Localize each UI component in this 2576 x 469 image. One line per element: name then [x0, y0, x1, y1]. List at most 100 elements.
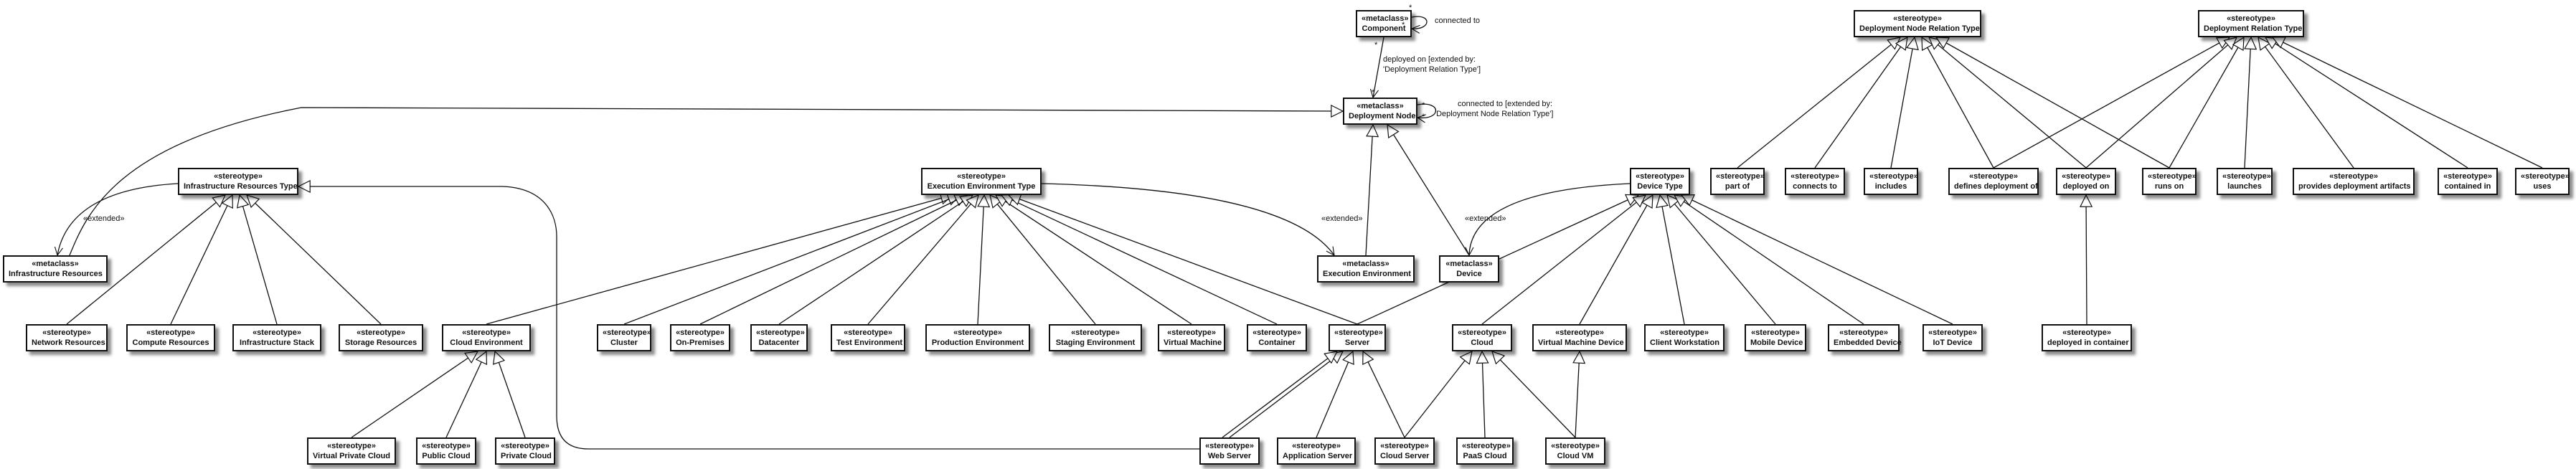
node-stereotype: «stereotype»: [1893, 14, 1942, 23]
generalization-edge: [978, 195, 984, 325]
deployment-node-metaclass[interactable]: «metaclass»Deployment Node: [1343, 98, 1417, 125]
deployment-relation-type-stereotype[interactable]: «stereotype»Deployment Relation Type: [2198, 10, 2304, 37]
node-name: Cluster: [610, 338, 638, 347]
deployment-node-relation-type-stereotype[interactable]: «stereotype»Deployment Node Relation Typ…: [1854, 10, 1981, 37]
node-stereotype: «stereotype»: [146, 328, 195, 337]
node-stereotype: «stereotype»: [1751, 328, 1800, 337]
container-stereotype[interactable]: «stereotype»Container: [1247, 324, 1307, 351]
node-name: IoT Device: [1933, 338, 1973, 347]
cloud-stereotype[interactable]: «stereotype»Cloud: [1452, 324, 1512, 351]
generalization-edge: [1814, 37, 1907, 169]
node-stereotype: «metaclass»: [1357, 102, 1404, 110]
contained-in-stereotype[interactable]: «stereotype»contained in: [2438, 168, 2498, 195]
deployment-node-self-label-line2: 'Deployment Node Relation Type']: [1435, 110, 1554, 118]
generalization-edge: [351, 351, 478, 438]
generalization-edge: [2086, 195, 2087, 325]
node-stereotype: «stereotype»: [2062, 328, 2111, 337]
execution-environment-metaclass[interactable]: «metaclass»Execution Environment: [1317, 255, 1415, 283]
virtual-machine-device-stereotype[interactable]: «stereotype»Virtual Machine Device: [1532, 324, 1627, 351]
node-name: provides deployment artifacts: [2298, 182, 2411, 191]
public-cloud-stereotype[interactable]: «stereotype»Public Cloud: [416, 437, 476, 465]
generalization-edge: [495, 351, 526, 438]
includes-stereotype[interactable]: «stereotype»includes: [1864, 168, 1918, 195]
infrastructure-resources-metaclass[interactable]: «metaclass» Infrastructure Resources: [3, 255, 108, 283]
virtual-private-cloud-stereotype[interactable]: «stereotype»Virtual Private Cloud: [307, 437, 396, 465]
generalization-edge: [2245, 37, 2251, 169]
node-stereotype: «stereotype»: [1458, 328, 1506, 337]
production-environment-stereotype[interactable]: «stereotype»Production Environment: [925, 324, 1030, 351]
generalization-edge: [1001, 195, 1278, 325]
datacenter-stereotype[interactable]: «stereotype»Datacenter: [750, 324, 808, 351]
node-stereotype: «stereotype»: [2521, 172, 2570, 181]
node-name: Mobile Device: [1750, 338, 1803, 347]
node-name: Infrastructure Resources: [9, 270, 103, 278]
test-environment-stereotype[interactable]: «stereotype»Test Environment: [831, 324, 905, 351]
node-name: deployed on: [2062, 182, 2110, 191]
network-resources-stereotype[interactable]: «stereotype»Network Resources: [26, 324, 108, 351]
generalization-edge: [66, 195, 225, 325]
device-metaclass[interactable]: «metaclass»Device: [1439, 255, 1499, 283]
part-of-stereotype[interactable]: «stereotype»part of: [1710, 168, 1765, 195]
client-workstation-stereotype[interactable]: «stereotype»Client Workstation: [1644, 324, 1725, 351]
web-server-stereotype[interactable]: «stereotype»Web Server: [1199, 437, 1260, 465]
cloud-vm-stereotype[interactable]: «stereotype»Cloud VM: [1545, 437, 1605, 465]
uses-stereotype[interactable]: «stereotype»uses: [2515, 168, 2570, 195]
iot-device-stereotype[interactable]: «stereotype»IoT Device: [1922, 324, 1983, 351]
generalization-edge: [1009, 195, 1358, 325]
deployed-on-stereotype[interactable]: «stereotype»deployed on: [2056, 168, 2116, 195]
runs-on-stereotype[interactable]: «stereotype»runs on: [2142, 168, 2197, 195]
generalization-edge: [1579, 195, 1653, 325]
component-metaclass[interactable]: «metaclass»Component: [1356, 10, 1412, 37]
node-stereotype: «stereotype»: [1716, 172, 1765, 181]
on-premises-stereotype[interactable]: «stereotype»On-Premises: [670, 324, 730, 351]
generalization-edge: [1222, 351, 1337, 438]
node-stereotype: «stereotype»: [1555, 328, 1604, 337]
cluster-stereotype[interactable]: «stereotype»Cluster: [597, 324, 651, 351]
provides-deployment-artifacts-stereotype[interactable]: «stereotype»provides deployment artifact…: [2293, 168, 2415, 195]
node-stereotype: «stereotype»: [357, 328, 405, 337]
paas-cloud-stereotype[interactable]: «stereotype»PaaS Cloud: [1456, 437, 1514, 465]
node-name: Virtual Private Cloud: [313, 452, 390, 460]
generalization-edge: [170, 195, 232, 325]
virtual-machine-stereotype[interactable]: «stereotype»Virtual Machine: [1158, 324, 1225, 351]
node-name: Storage Resources: [344, 338, 417, 347]
generalization-edge: [1929, 37, 2087, 169]
staging-environment-stereotype[interactable]: «stereotype»Staging Environment: [1049, 324, 1142, 351]
node-name: connects to: [1793, 182, 1837, 191]
node-name: Container: [1258, 338, 1296, 347]
defines-deployment-of-stereotype[interactable]: «stereotype»defines deployment of: [1948, 168, 2039, 195]
infrastructure-stack-stereotype[interactable]: «stereotype»Infrastructure Stack: [232, 324, 321, 351]
connects-to-stereotype[interactable]: «stereotype»connects to: [1785, 168, 1845, 195]
private-cloud-stereotype[interactable]: «stereotype»Private Cloud: [495, 437, 555, 465]
device-type-stereotype[interactable]: «stereotype»Device Type: [1630, 168, 1690, 195]
application-server-stereotype[interactable]: «stereotype»Application Server: [1277, 437, 1356, 465]
generalization-edge: [1363, 351, 1405, 438]
embedded-device-stereotype[interactable]: «stereotype»Embedded Device: [1828, 324, 1902, 351]
cloud-server-stereotype[interactable]: «stereotype»Cloud Server: [1374, 437, 1435, 465]
node-name: Cloud Environment: [450, 338, 523, 347]
deployed-on-association: [1369, 37, 1384, 99]
cloud-environment-stereotype[interactable]: «stereotype»Cloud Environment: [442, 324, 531, 351]
storage-resources-stereotype[interactable]: «stereotype»Storage Resources: [339, 324, 423, 351]
deployed-in-container-stereotype[interactable]: «stereotype»deployed in container: [2042, 324, 2132, 351]
launches-stereotype[interactable]: «stereotype»launches: [2217, 168, 2273, 195]
compute-resources-stereotype[interactable]: «stereotype»Compute Resources: [126, 324, 215, 351]
generalization-edge: [1674, 195, 1864, 325]
node-name: Execution Environment: [1323, 270, 1411, 278]
infrastructure-resources-type-stereotype[interactable]: «stereotype»Infrastructure Resources Typ…: [178, 168, 298, 195]
node-stereotype: «stereotype»: [253, 328, 301, 337]
execution-environment-type-stereotype[interactable]: «stereotype»Execution Environment Type: [921, 168, 1042, 195]
node-name: Component: [1362, 24, 1406, 33]
node-stereotype: «metaclass»: [32, 260, 79, 268]
node-stereotype: «stereotype»: [1969, 172, 2018, 181]
node-name: Infrastructure Resources Type: [184, 182, 298, 191]
node-name: Application Server: [1283, 452, 1353, 460]
node-name: Virtual Machine: [1164, 338, 1222, 347]
generalization-edge: [486, 195, 953, 325]
generalization-edge: [990, 195, 1096, 325]
deployed-on-label-line2: 'Deployment Relation Type']: [1383, 65, 1481, 74]
component-self-loop: [1410, 16, 1428, 34]
server-stereotype[interactable]: «stereotype»Server: [1329, 324, 1386, 351]
mobile-device-stereotype[interactable]: «stereotype»Mobile Device: [1745, 324, 1806, 351]
